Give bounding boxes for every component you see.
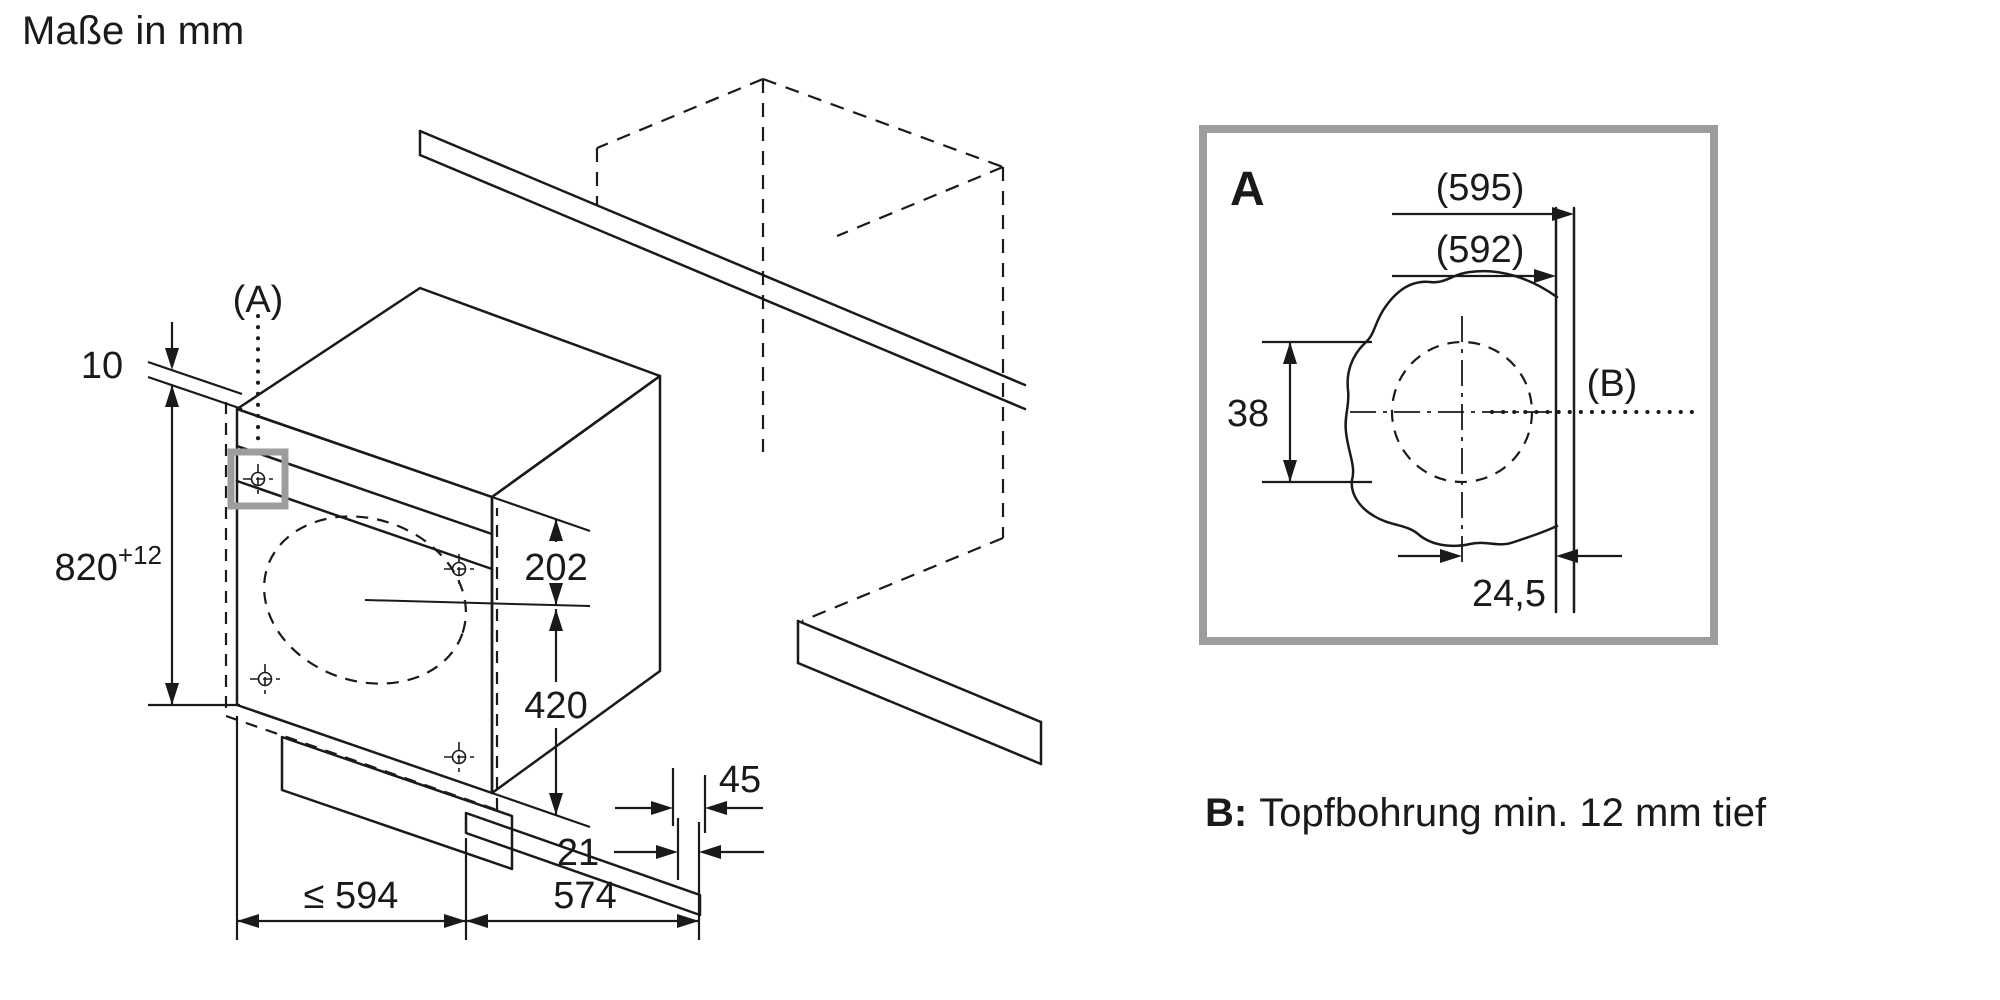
arrowhead-icon bbox=[444, 914, 466, 928]
niche-dashed-edge bbox=[225, 714, 498, 812]
cabinet-edge bbox=[596, 77, 764, 150]
arrowhead-icon bbox=[1556, 549, 1578, 563]
appliance-side-face bbox=[490, 374, 662, 795]
dim-45 bbox=[615, 768, 763, 833]
arrowhead-icon bbox=[677, 914, 699, 928]
detail-a-border bbox=[1199, 125, 1718, 645]
extension-line bbox=[491, 791, 591, 829]
arrowhead-icon bbox=[165, 348, 179, 370]
arrowhead-icon bbox=[656, 845, 678, 859]
arrowhead-icon bbox=[1440, 549, 1462, 563]
dim-label-595: (595) bbox=[1436, 167, 1525, 209]
note-b-text: Topfbohrung min. 12 mm tief bbox=[1259, 791, 1767, 835]
arrowhead-icon bbox=[1283, 460, 1297, 482]
dim-21 bbox=[614, 818, 764, 880]
extension-line bbox=[147, 360, 243, 396]
page-title: Maße in mm bbox=[22, 9, 244, 53]
plinth-line bbox=[796, 619, 1043, 724]
callout-a-label: (A) bbox=[233, 279, 284, 321]
arrowhead-icon bbox=[237, 914, 259, 928]
arrowhead-icon bbox=[549, 609, 563, 631]
arrowhead-icon bbox=[699, 845, 721, 859]
dim-820 bbox=[148, 385, 240, 707]
dim-label-594: ≤ 594 bbox=[304, 875, 399, 917]
countertop-bottom-edge bbox=[418, 153, 1027, 411]
dim-10 bbox=[147, 322, 243, 411]
extension-line bbox=[147, 375, 243, 411]
arrowhead-icon bbox=[1552, 207, 1574, 221]
appliance bbox=[224, 286, 702, 917]
screw-icon bbox=[250, 664, 280, 694]
dim-label-24-5: 24,5 bbox=[1472, 573, 1546, 615]
plinth-line bbox=[796, 661, 1043, 766]
dim-595 bbox=[1392, 207, 1574, 221]
arrowhead-icon bbox=[165, 385, 179, 407]
detail-a-title: A bbox=[1230, 163, 1265, 216]
screw-icon bbox=[444, 554, 474, 584]
arrowhead-icon bbox=[549, 793, 563, 815]
door-porthole-dashed bbox=[263, 515, 467, 685]
control-panel-seam bbox=[235, 479, 494, 571]
cabinet-edge bbox=[762, 77, 1004, 169]
countertop-front-edge bbox=[418, 129, 1027, 387]
dim-label-592: (592) bbox=[1436, 229, 1525, 271]
dim-label-21: 21 bbox=[557, 832, 599, 874]
dim-label-10: 10 bbox=[81, 345, 123, 387]
arrowhead-icon bbox=[549, 519, 563, 541]
appliance-top-face bbox=[235, 286, 662, 499]
arrowhead-icon bbox=[705, 801, 727, 815]
dim-label-45: 45 bbox=[719, 759, 761, 801]
arrowhead-icon bbox=[466, 914, 488, 928]
dim-label-420: 420 bbox=[524, 685, 587, 727]
dim-label-574: 574 bbox=[553, 875, 616, 917]
appliance-front-face bbox=[235, 407, 494, 795]
detail-a-panel bbox=[1199, 125, 1718, 645]
dim-24-5 bbox=[1398, 549, 1622, 563]
cabinet-edge bbox=[836, 165, 1004, 238]
cabinet-dashed-outline bbox=[595, 77, 1005, 623]
callout-b-label: (B) bbox=[1587, 363, 1638, 405]
mounting-screws bbox=[243, 464, 474, 772]
adjacent-plinth bbox=[796, 619, 1043, 766]
arrowhead-icon bbox=[651, 801, 673, 815]
screw-icon bbox=[444, 742, 474, 772]
control-panel-seam bbox=[235, 444, 494, 536]
dim-820-tolerance: +12 bbox=[118, 540, 162, 570]
screw-icon bbox=[243, 464, 273, 494]
dim-label-38: 38 bbox=[1227, 393, 1269, 435]
dim-592 bbox=[1392, 269, 1556, 283]
cabinet-edge bbox=[801, 536, 1004, 623]
dim-label-820: 820+12 bbox=[54, 540, 162, 589]
dim-38 bbox=[1262, 340, 1372, 484]
arrowhead-icon bbox=[1534, 269, 1556, 283]
dim-202-420 bbox=[364, 495, 591, 829]
note-b: B: Topfbohrung min. 12 mm tief bbox=[1205, 791, 1767, 835]
extension-line bbox=[364, 599, 591, 607]
note-b-prefix: B: bbox=[1205, 791, 1247, 835]
extension-line bbox=[491, 495, 591, 533]
countertop bbox=[418, 129, 1027, 411]
arrowhead-icon bbox=[1283, 342, 1297, 364]
dim-label-202: 202 bbox=[524, 547, 587, 589]
arrowhead-icon bbox=[165, 683, 179, 705]
dim-820-value: 820 bbox=[54, 547, 117, 589]
detail-a-marker-box bbox=[227, 448, 289, 510]
appliance-plinth bbox=[280, 735, 514, 871]
arrowhead-icon bbox=[549, 583, 563, 605]
dim-594-574 bbox=[235, 716, 701, 940]
side-panel-cutaway bbox=[1344, 269, 1559, 548]
